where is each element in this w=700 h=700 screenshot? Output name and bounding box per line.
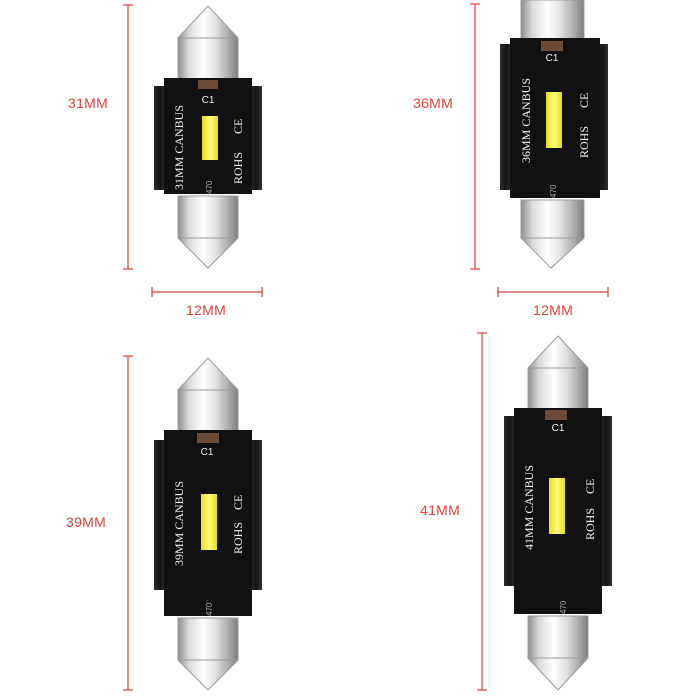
rohs-print: ROHS [231, 152, 245, 184]
canbus-print: 41MM CANBUS [522, 465, 536, 550]
height-label-36mm: 36MM [413, 95, 454, 111]
bulb-39mm: C1 39MM CANBUS ROHS CE 470 [123, 355, 262, 691]
rohs-print: ROHS [577, 126, 591, 158]
code-print: 470 [205, 180, 214, 194]
bulb-31mm: C1 31MM CANBUS ROHS CE 470 [123, 4, 263, 297]
ce-print: CE [583, 479, 597, 494]
component-label: C1 [201, 447, 214, 458]
component-label: C1 [552, 423, 565, 434]
width-label-36mm: 12MM [533, 302, 574, 318]
bulb-36mm: C1 36MM CANBUS ROHS CE 470 [470, 0, 609, 297]
bulb-41mm: C1 41MM CANBUS ROHS CE 470 [477, 332, 612, 691]
code-print: 470 [559, 600, 568, 614]
bottom-metal-cap [177, 195, 239, 269]
ce-print: CE [577, 93, 591, 108]
height-label-31mm: 31MM [68, 95, 109, 111]
rohs-print: ROHS [583, 508, 597, 540]
component-label: C1 [546, 53, 559, 64]
ce-print: CE [231, 495, 245, 510]
height-label-41mm: 41MM [420, 502, 461, 518]
code-print: 470 [549, 184, 558, 198]
width-label-31mm: 12MM [186, 302, 227, 318]
led-chip [202, 116, 218, 160]
top-metal-cap [177, 5, 239, 81]
code-print: 470 [205, 602, 214, 616]
height-label-39mm: 39MM [66, 514, 107, 530]
component-label: C1 [202, 95, 215, 106]
rohs-print: ROHS [231, 522, 245, 554]
canbus-print: 36MM CANBUS [519, 78, 533, 163]
ce-print: CE [231, 119, 245, 134]
canbus-print: 39MM CANBUS [172, 481, 186, 566]
canbus-print: 31MM CANBUS [172, 105, 186, 190]
